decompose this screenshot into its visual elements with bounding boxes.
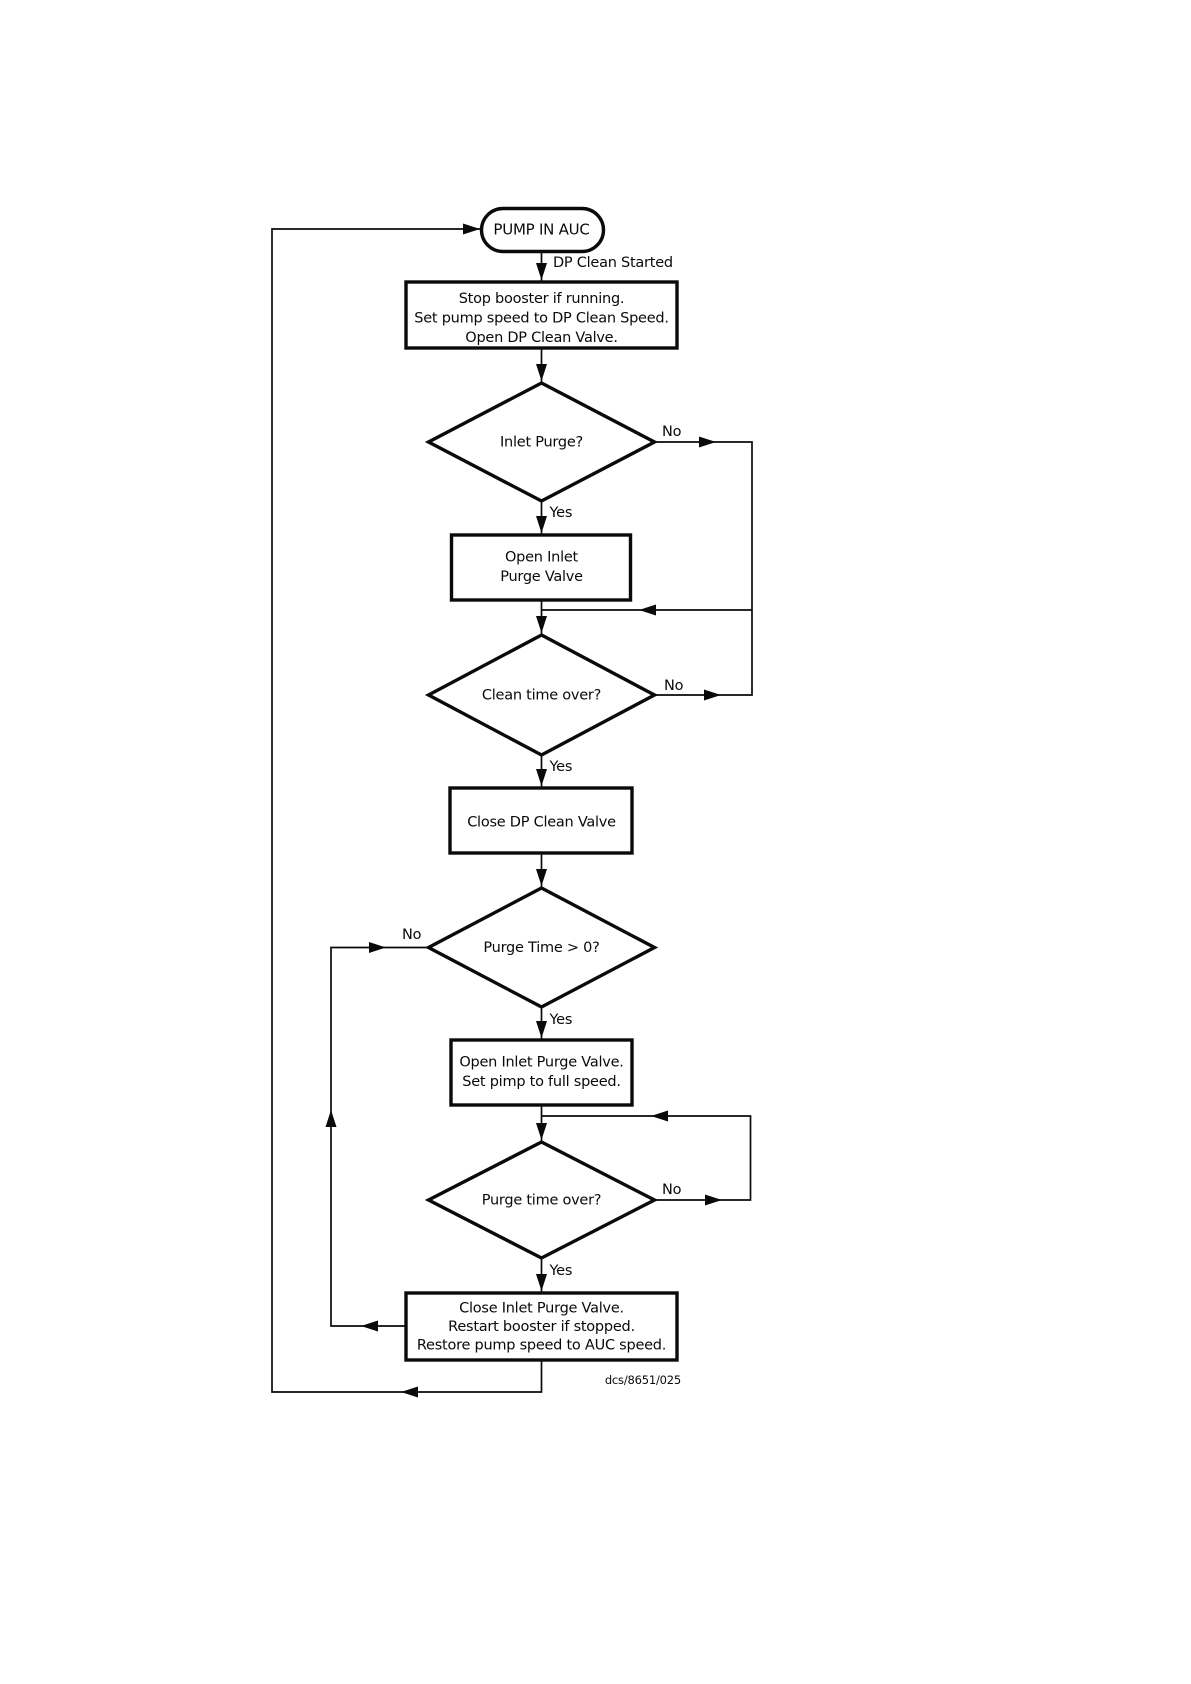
edge-left-loop-to-purge-time bbox=[330, 946, 429, 1327]
stop-booster-line-2: Set pump speed to DP Clean Speed. bbox=[414, 311, 668, 327]
edge-labels: DP Clean Started No Yes No Yes No Yes No… bbox=[402, 255, 684, 1279]
arrowheads bbox=[325, 223, 722, 1398]
inlet-purge-label: Inlet Purge? bbox=[500, 435, 583, 451]
purge-time-over-diamond bbox=[424, 1140, 659, 1260]
document-reference: dcs/8651/025 bbox=[605, 1373, 681, 1387]
close-purge-restore-box bbox=[404, 1291, 679, 1362]
arrow-left-outer-loop bbox=[401, 1386, 418, 1398]
clean-time-over-no-label: No bbox=[664, 678, 684, 694]
purge-time-over-label: Purge time over? bbox=[482, 1193, 602, 1209]
clean-time-over-diamond bbox=[424, 633, 659, 757]
dp-clean-started-label: DP Clean Started bbox=[553, 255, 673, 271]
arrow-down-into-close-purge bbox=[536, 1274, 547, 1291]
purge-time-gt-zero-no-label: No bbox=[402, 927, 422, 943]
arrow-down-into-close-valve bbox=[536, 769, 547, 786]
arrow-right-into-purge-time-left bbox=[369, 942, 386, 953]
close-purge-restore-line-3: Restore pump speed to AUC speed. bbox=[417, 1338, 666, 1354]
close-purge-restore-line-2: Restart booster if stopped. bbox=[448, 1319, 635, 1335]
open-purge-full-line-1: Open Inlet Purge Valve. bbox=[459, 1055, 623, 1071]
arrow-down-into-stop-booster bbox=[536, 263, 547, 280]
arrow-left-merge bbox=[639, 604, 656, 616]
purge-time-over-yes-label: Yes bbox=[549, 1263, 573, 1279]
purge-time-gt-zero-yes-label: Yes bbox=[549, 1012, 573, 1028]
edge-inlet-purge-no-and-clean-time-no bbox=[654, 441, 753, 696]
purge-time-gt-zero-label: Purge Time > 0? bbox=[483, 940, 599, 956]
stop-booster-line-1: Stop booster if running. bbox=[459, 291, 625, 307]
stop-booster-line-3: Open DP Clean Valve. bbox=[465, 330, 617, 346]
arrow-left-box-exit bbox=[361, 1320, 378, 1332]
node-labels: PUMP IN AUC Stop booster if running. Set… bbox=[414, 221, 669, 1354]
clean-time-over-yes-label: Yes bbox=[549, 759, 573, 775]
start-label: PUMP IN AUC bbox=[493, 221, 589, 239]
open-inlet-purge-line-1: Open Inlet bbox=[505, 550, 579, 566]
arrow-left-purge-loop-merge bbox=[651, 1110, 668, 1122]
close-dp-clean-valve-label: Close DP Clean Valve bbox=[467, 815, 616, 831]
inlet-purge-no-label: No bbox=[662, 424, 682, 440]
open-inlet-purge-line-2: Purge Valve bbox=[500, 569, 583, 585]
open-inlet-purge-valve-box bbox=[449, 533, 633, 602]
stop-booster-box bbox=[404, 280, 679, 350]
close-dp-clean-valve-box bbox=[448, 786, 634, 855]
node-shapes bbox=[404, 206, 679, 1362]
edge-purge-over-no-loop bbox=[541, 1115, 752, 1201]
start-terminator-shape bbox=[479, 206, 606, 254]
arrow-down-into-purge-time bbox=[536, 869, 547, 886]
open-purge-full-speed-box bbox=[449, 1038, 634, 1107]
arrow-down-into-open-purge bbox=[536, 1021, 547, 1038]
arrow-down-into-open-valve bbox=[536, 516, 547, 533]
inlet-purge-yes-label: Yes bbox=[549, 505, 573, 521]
purge-time-over-no-label: No bbox=[662, 1182, 682, 1198]
inlet-purge-diamond bbox=[424, 381, 659, 503]
clean-time-over-label: Clean time over? bbox=[482, 688, 601, 704]
purge-time-gt-zero-diamond bbox=[424, 886, 659, 1009]
arrow-right-inlet-purge-no bbox=[699, 436, 716, 448]
arrow-down-into-clean-time bbox=[536, 616, 547, 633]
arrow-right-clean-time-no bbox=[704, 689, 721, 701]
close-purge-restore-line-1: Close Inlet Purge Valve. bbox=[459, 1301, 624, 1317]
edge-outer-return-loop bbox=[271, 228, 543, 1393]
open-purge-full-line-2: Set pimp to full speed. bbox=[462, 1074, 620, 1090]
arrow-down-into-purge-over bbox=[536, 1123, 547, 1140]
arrow-up-left-loop bbox=[325, 1110, 337, 1127]
arrow-right-purge-over-no bbox=[705, 1194, 722, 1206]
arrow-right-into-start bbox=[463, 223, 480, 235]
arrow-down-into-inlet-purge bbox=[536, 364, 547, 381]
